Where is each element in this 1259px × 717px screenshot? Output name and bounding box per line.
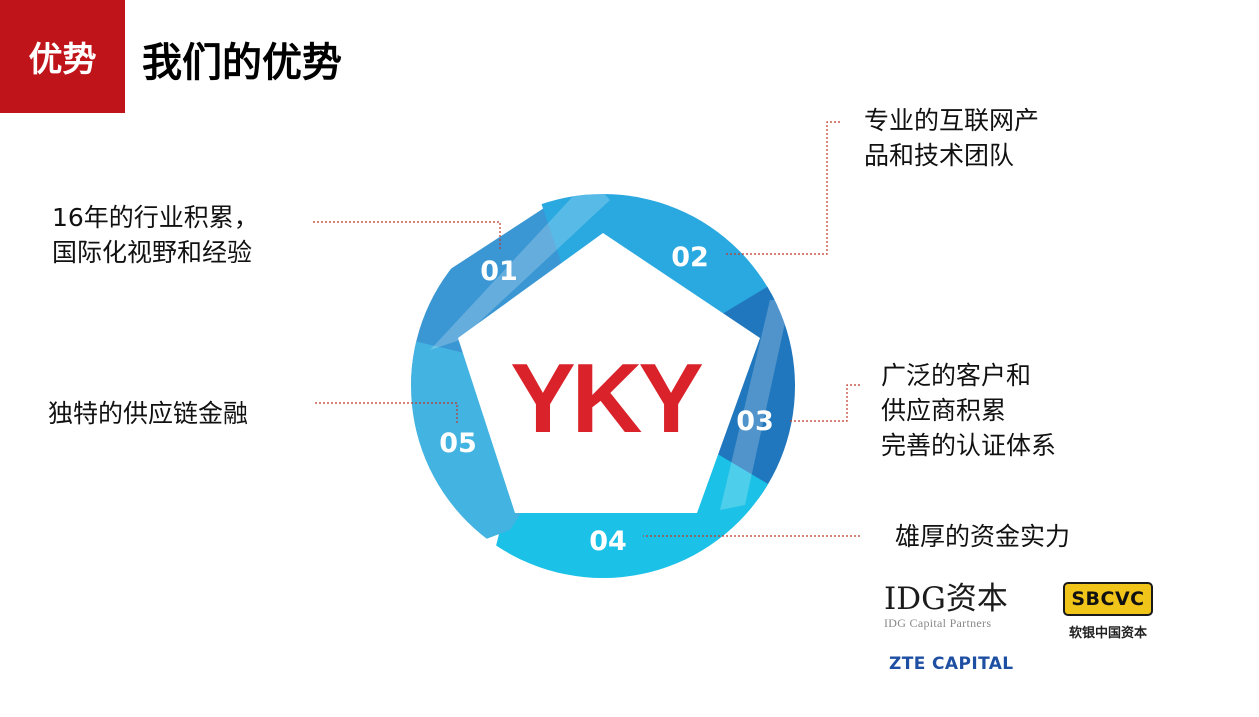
connector-05 <box>315 402 458 425</box>
segment-number-03: 03 <box>736 406 774 437</box>
idg-logo-subtext: IDG Capital Partners <box>884 616 992 630</box>
label-01-line-1: 16年的行业积累， <box>52 203 259 232</box>
label-04-line-1: 雄厚的资金实力 <box>895 522 1071 551</box>
label-03-line-2: 供应商积累 <box>881 396 1007 425</box>
label-05-line-1: 独特的供应链金融 <box>48 399 249 428</box>
connector-01 <box>313 221 501 250</box>
label-03-line-3: 完善的认证体系 <box>881 431 1057 460</box>
label-02-line-2: 品和技术团队 <box>864 141 1015 170</box>
connector-lines <box>313 121 860 537</box>
label-02: 专业的互联网产 品和技术团队 <box>864 103 1039 173</box>
ring-dividers <box>430 178 790 510</box>
page-title: 我们的优势 <box>142 40 342 86</box>
connector-03 <box>790 384 860 422</box>
segment-number-05: 05 <box>439 428 477 459</box>
center-logo: YKY <box>510 343 702 453</box>
idg-logo-text: IDG资本 <box>884 581 1008 617</box>
zte-capital-logo: ZTE CAPITAL <box>889 654 1014 674</box>
segment-number-04: 04 <box>589 526 627 557</box>
label-04: 雄厚的资金实力 <box>895 519 1070 554</box>
sbcvc-logo: SBCVC 软银中国资本 <box>1054 582 1162 644</box>
segment-number-02: 02 <box>671 242 709 273</box>
label-01-line-2: 国际化视野和经验 <box>52 238 253 267</box>
label-05: 独特的供应链金融 <box>48 396 248 431</box>
segment-number-01: 01 <box>480 256 518 287</box>
sbcvc-logo-text: SBCVC <box>1063 582 1153 616</box>
label-03-line-1: 广泛的客户和 <box>881 361 1032 390</box>
connector-02 <box>725 121 840 255</box>
sbcvc-logo-subtext: 软银中国资本 <box>1068 626 1147 641</box>
label-02-line-1: 专业的互联网产 <box>864 106 1040 135</box>
section-badge: 优势 <box>0 0 125 113</box>
center-pentagon <box>458 233 760 513</box>
label-01: 16年的行业积累， 国际化视野和经验 <box>52 200 259 270</box>
idg-capital-logo: IDG资本 IDG Capital Partners <box>884 582 1034 634</box>
label-03: 广泛的客户和 供应商积累 完善的认证体系 <box>881 358 1056 463</box>
